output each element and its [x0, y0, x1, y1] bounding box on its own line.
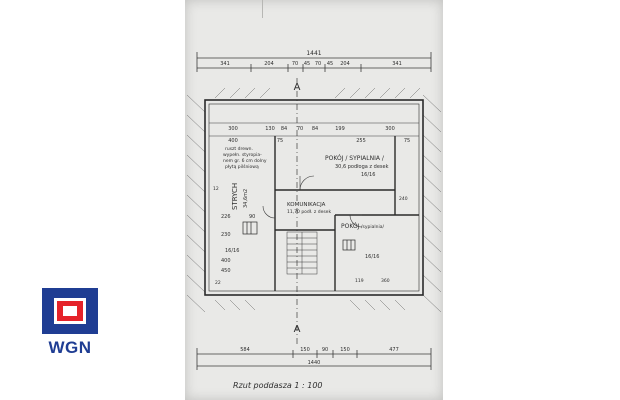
top-dim-7: 204 — [340, 61, 350, 67]
section-marker-top: A — [294, 82, 301, 93]
left-dim-3: 230 — [221, 232, 231, 238]
door-swings — [262, 175, 363, 228]
logo-emblem-inner — [54, 298, 86, 324]
inner-dim-1: 300 — [228, 126, 238, 132]
sheet-fold-line — [262, 0, 263, 18]
misc-dim-2: 22 — [215, 280, 221, 286]
misc-dim-5: 360 — [381, 278, 390, 284]
attic-area: 34,6m2 — [243, 189, 249, 208]
left-dim-1: 226 — [221, 214, 231, 220]
misc-dim-1: 12 — [213, 186, 219, 192]
inner-dim-7: 300 — [385, 126, 395, 132]
bottom-dim-1: 584 — [240, 347, 250, 353]
hall-label: KOMUNIKACJA — [287, 202, 326, 208]
inner-dim-6: 199 — [335, 126, 345, 132]
top-dim-8: 341 — [392, 61, 402, 67]
logo-wordmark: WGN — [48, 338, 92, 357]
inner-dim-5: 84 — [312, 126, 318, 132]
attic-note-line-2: wypełn. styropia- — [223, 152, 262, 158]
inner-dim-4: 70 — [297, 126, 303, 132]
top-dim-2: 204 — [264, 61, 274, 67]
top-total-dimension: 1441 — [306, 50, 321, 57]
bedroom-label: POKÓJ / SYPIALNIA / — [325, 155, 385, 162]
drawing-sheet — [185, 0, 443, 400]
top-dim-5: 70 — [315, 61, 321, 67]
top-dimension-lines — [196, 52, 432, 72]
attic-room: STRYCH 34,6m2 ruszt drewn. wypełn. styro… — [223, 146, 267, 210]
bedroom-detail: 30,6 podłoga z desek — [335, 164, 389, 170]
hall-room: KOMUNIKACJA 11,70 podł. z desek — [287, 202, 331, 215]
room3-ratio: 16/16 — [365, 254, 379, 260]
hall-detail: 11,70 podł. z desek — [287, 209, 331, 215]
inner-dim-2: 130 — [265, 126, 275, 132]
misc-dim-4: 119 — [355, 278, 364, 284]
bottom-dim-4: 150 — [340, 347, 350, 353]
attic-note-line-4: płytą pilśniową — [225, 163, 259, 170]
floor-plan-drawing: 1441 341 204 70 45 70 45 204 341 A A — [186, 50, 442, 390]
bottom-dimension-lines — [196, 348, 432, 370]
left-dim-6: 450 — [221, 268, 231, 274]
bottom-total-dimension: 1440 — [308, 360, 321, 366]
room3-detail: /sypialnia/ — [361, 224, 384, 230]
inner-dimension-lines — [209, 122, 419, 137]
interior-walls — [274, 136, 419, 291]
inner-second-dim-3: 255 — [356, 138, 366, 144]
logo-emblem — [42, 288, 98, 334]
misc-dim-3: 240 — [399, 196, 408, 202]
bottom-dim-3: 90 — [322, 347, 328, 353]
bedroom-ratio: 16/16 — [361, 172, 375, 178]
section-marker-bottom: A — [294, 324, 301, 335]
drawing-caption: Rzut poddasza 1 : 100 — [233, 381, 323, 390]
left-dim-4: 16/16 — [225, 248, 239, 254]
top-dim-6: 45 — [327, 61, 333, 67]
room3-label: POKÓJ — [341, 223, 360, 230]
bottom-dim-2: 150 — [300, 347, 310, 353]
wgn-logo: WGN — [40, 288, 100, 358]
inner-second-dim-2: 75 — [277, 138, 283, 144]
inner-second-dim-1: 400 — [228, 138, 238, 144]
top-dim-3: 70 — [292, 61, 298, 67]
left-dim-5: 400 — [221, 258, 231, 264]
attic-label: STRYCH — [231, 183, 239, 210]
bedroom-room: POKÓJ / SYPIALNIA / 30,6 podłoga z desek… — [325, 155, 389, 178]
inner-dim-3: 84 — [281, 126, 287, 132]
ventilation-blocks — [242, 221, 356, 251]
top-dim-1: 341 — [220, 61, 230, 67]
bottom-dim-5: 477 — [389, 347, 399, 353]
top-dim-4: 45 — [304, 61, 310, 67]
left-dim-2: 90 — [249, 214, 255, 220]
staircase — [286, 231, 318, 275]
room3-room: POKÓJ /sypialnia/ 16/16 — [341, 223, 384, 260]
inner-second-dim-4: 75 — [404, 138, 410, 144]
attic-note-line-3: nem gr. 6 cm dolny — [223, 158, 267, 164]
attic-note-line-1: ruszt drewn. — [225, 146, 253, 152]
outer-walls — [204, 99, 424, 296]
roof-hatching — [186, 87, 442, 313]
